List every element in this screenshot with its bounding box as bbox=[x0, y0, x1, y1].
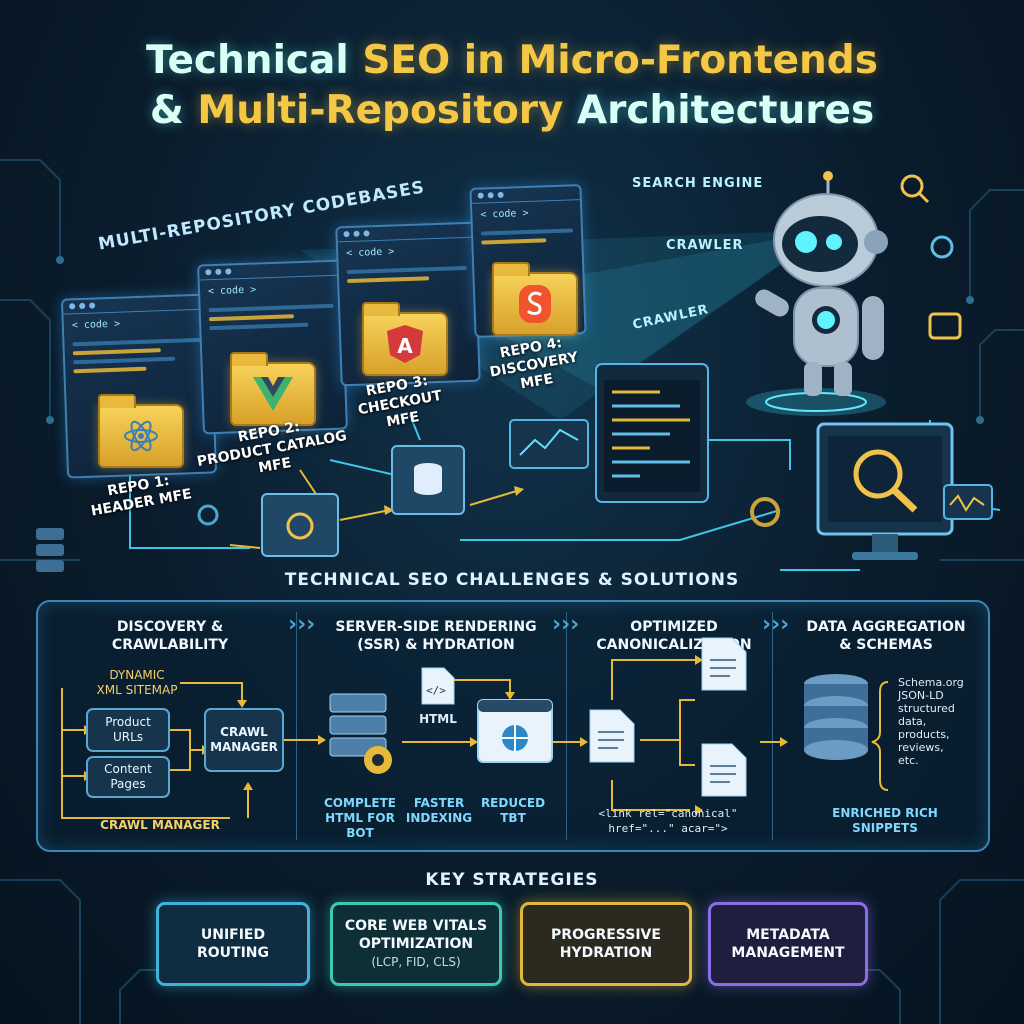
crawler-label-a: CRAWLER bbox=[666, 238, 744, 253]
column-heading-ssr: SERVER-SIDE RENDERING(SSR) & HYDRATION bbox=[335, 619, 537, 653]
key-strategies-heading: KEY STRATEGIES bbox=[425, 870, 599, 890]
vue-icon bbox=[253, 377, 293, 411]
svg-text:</>: </> bbox=[426, 684, 446, 697]
challenges-heading: TECHNICAL SEO CHALLENGES & SOLUTIONS bbox=[284, 570, 740, 590]
code-tag: < code > bbox=[207, 284, 257, 298]
code-tag: < code > bbox=[71, 318, 121, 332]
repo-folder-4 bbox=[492, 262, 578, 336]
search-engine-label: SEARCH ENGINE bbox=[632, 176, 764, 191]
chevron-right-icon: ››› bbox=[288, 612, 316, 637]
canonical-source-doc-icon bbox=[589, 709, 635, 763]
column-heading-discovery: DISCOVERY &CRAWLABILITY bbox=[111, 619, 229, 653]
page-title: Technical SEO in Micro-Frontends & Multi… bbox=[146, 38, 878, 133]
column-heading-schemas: DATA AGGREGATION& SCHEMAS bbox=[806, 619, 966, 653]
column-divider bbox=[566, 612, 567, 840]
canonical-target-doc-icon bbox=[701, 637, 747, 691]
crawl-manager-label: CRAWL MANAGER bbox=[100, 818, 220, 832]
svelte-icon bbox=[519, 285, 551, 323]
canonical-link-code: <link rel="canonical"href="..." acar="> bbox=[598, 807, 738, 835]
angular-icon: A bbox=[387, 325, 423, 363]
chevron-right-icon: ››› bbox=[552, 612, 580, 637]
repo-folder-2 bbox=[230, 352, 316, 426]
browser-globe-icon bbox=[477, 699, 553, 763]
repo-folder-1 bbox=[98, 394, 184, 468]
column-divider bbox=[772, 612, 773, 840]
database-icon bbox=[804, 674, 868, 760]
code-tag: < code > bbox=[480, 207, 529, 221]
server-stack-icon bbox=[329, 693, 392, 774]
repo-folder-3: A bbox=[362, 302, 448, 376]
chevron-right-icon: ››› bbox=[762, 612, 790, 637]
svg-text:A: A bbox=[397, 334, 413, 358]
react-icon bbox=[124, 420, 158, 452]
column-divider bbox=[296, 612, 297, 840]
html-file-icon: </> bbox=[421, 667, 455, 705]
html-label: HTML bbox=[419, 712, 457, 726]
canonical-duplicate-doc-icon bbox=[701, 743, 747, 797]
robot-crawler-icon bbox=[746, 171, 888, 416]
code-tag: < code > bbox=[346, 246, 395, 260]
